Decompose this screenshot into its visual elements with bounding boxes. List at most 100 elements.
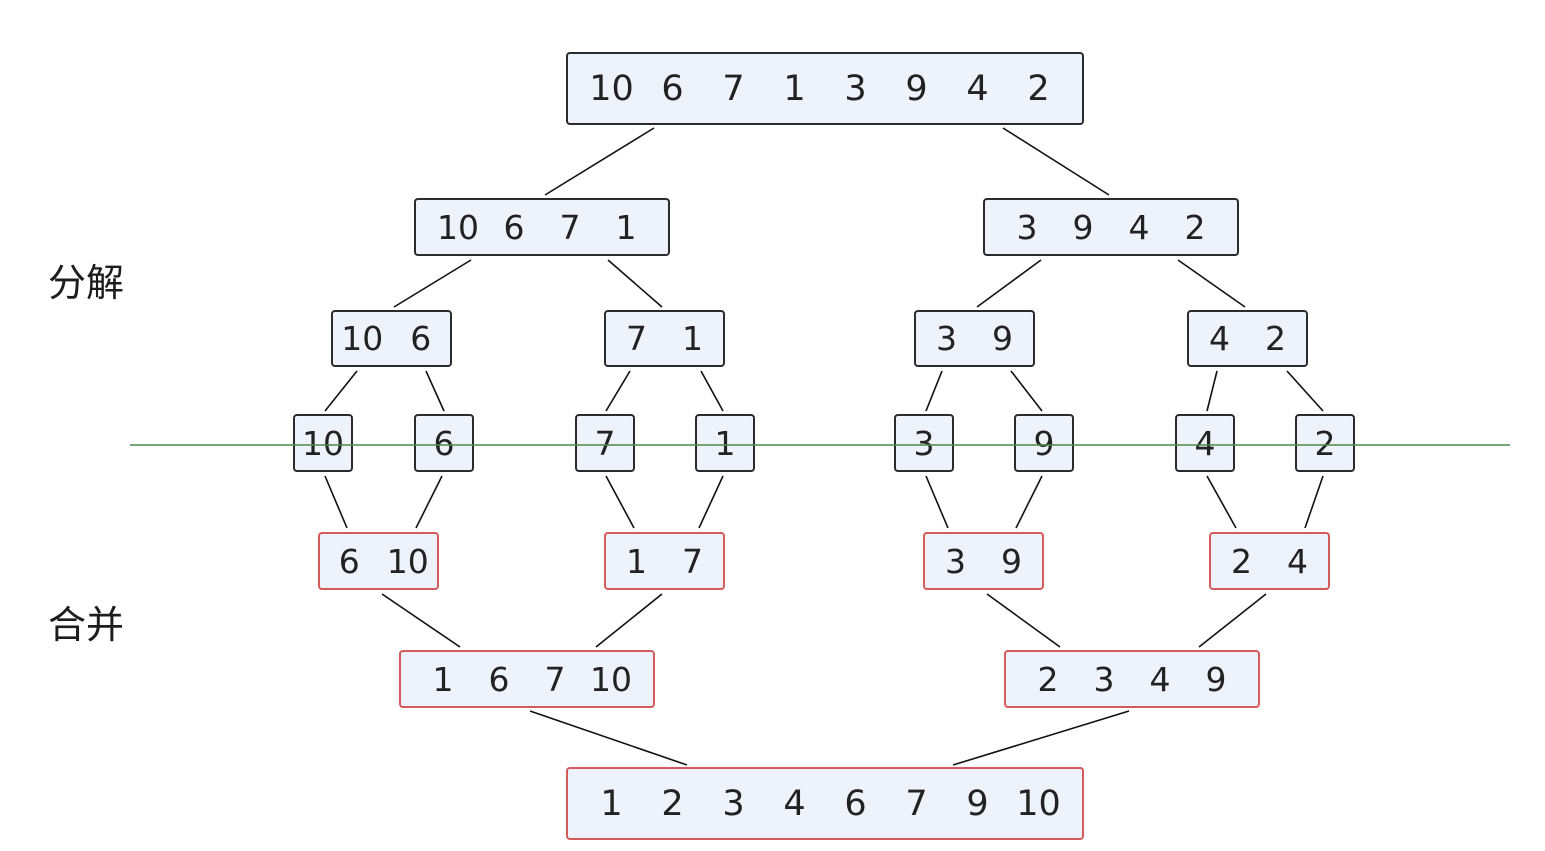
array-value: 2 xyxy=(1184,207,1206,247)
array-value: 6 xyxy=(503,207,525,247)
connector-line xyxy=(605,370,631,412)
split-array-box: 4 xyxy=(1175,414,1235,472)
connector-line xyxy=(607,259,663,308)
split-phase-label: 分解 xyxy=(48,261,125,305)
array-value: 7 xyxy=(594,423,616,463)
array-value: 10 xyxy=(589,68,634,109)
array-value: 6 xyxy=(488,659,510,699)
array-value: 1 xyxy=(432,659,454,699)
array-value: 9 xyxy=(1205,659,1227,699)
connector-line xyxy=(1002,127,1110,196)
connector-line xyxy=(324,475,348,529)
connector-line xyxy=(529,710,688,766)
connector-line xyxy=(700,370,724,412)
array-value: 1 xyxy=(714,423,736,463)
connector-line xyxy=(952,710,1130,766)
connector-line xyxy=(595,593,663,648)
connector-line xyxy=(324,370,358,412)
array-value: 1 xyxy=(783,68,806,109)
array-value: 2 xyxy=(1037,659,1059,699)
array-value: 2 xyxy=(661,783,684,824)
array-value: 3 xyxy=(844,68,867,109)
connector-line xyxy=(1206,475,1237,529)
connector-line xyxy=(1010,370,1043,412)
split-array-box: 1 xyxy=(695,414,755,472)
connector-line xyxy=(605,475,635,529)
connector-line xyxy=(925,475,949,529)
array-value: 7 xyxy=(559,207,581,247)
array-value: 9 xyxy=(1033,423,1055,463)
array-value: 1 xyxy=(615,207,637,247)
connector-line xyxy=(925,370,943,412)
array-value: 6 xyxy=(338,541,360,581)
connector-line xyxy=(698,475,724,529)
array-value: 10 xyxy=(590,659,632,699)
array-value: 9 xyxy=(966,783,989,824)
array-value: 4 xyxy=(1149,659,1171,699)
array-value: 6 xyxy=(844,783,867,824)
split-array-box: 6 xyxy=(414,414,474,472)
array-value: 4 xyxy=(1287,541,1308,581)
merge-phase-label: 合并 xyxy=(48,603,125,647)
array-value: 3 xyxy=(913,423,935,463)
array-value: 9 xyxy=(1072,207,1094,247)
connector-line xyxy=(1015,475,1043,529)
array-value: 9 xyxy=(992,319,1013,358)
connector-line xyxy=(544,127,655,196)
array-value: 4 xyxy=(783,783,806,824)
connector-line xyxy=(1286,370,1324,412)
connector-line xyxy=(1304,475,1324,529)
connector-line xyxy=(976,259,1042,308)
array-value: 2 xyxy=(1231,541,1252,581)
array-value: 10 xyxy=(386,541,429,581)
connector-line xyxy=(986,593,1061,648)
array-value: 7 xyxy=(682,541,703,581)
array-value: 10 xyxy=(302,423,344,463)
array-value: 3 xyxy=(1093,659,1115,699)
array-value: 3 xyxy=(936,319,957,358)
array-value: 3 xyxy=(722,783,745,824)
connector-line xyxy=(393,259,472,308)
split-array-box: 9 xyxy=(1014,414,1074,472)
array-value: 1 xyxy=(600,783,623,824)
array-value: 10 xyxy=(341,319,384,358)
split-array-box: 2 xyxy=(1295,414,1355,472)
array-value: 2 xyxy=(1027,68,1050,109)
split-array-box: 10 xyxy=(293,414,353,472)
array-value: 2 xyxy=(1314,423,1336,463)
array-value: 3 xyxy=(945,541,966,581)
connector-line xyxy=(381,593,461,648)
connector-line xyxy=(1198,593,1267,648)
array-value: 4 xyxy=(1209,319,1230,358)
array-value: 4 xyxy=(1194,423,1216,463)
array-value: 3 xyxy=(1016,207,1038,247)
connector-line xyxy=(425,370,445,412)
array-value: 2 xyxy=(1265,319,1286,358)
array-value: 6 xyxy=(433,423,455,463)
array-value: 9 xyxy=(1001,541,1022,581)
connector-line xyxy=(1177,259,1246,308)
array-value: 4 xyxy=(1128,207,1150,247)
array-value: 4 xyxy=(966,68,989,109)
connector-line xyxy=(1206,370,1218,412)
array-value: 9 xyxy=(905,68,928,109)
array-value: 10 xyxy=(1016,783,1061,824)
array-value: 7 xyxy=(626,319,647,358)
array-value: 1 xyxy=(626,541,647,581)
array-value: 10 xyxy=(437,207,479,247)
connector-line xyxy=(415,475,443,529)
array-value: 6 xyxy=(661,68,684,109)
merged-array-box: 6 10 xyxy=(318,532,439,590)
